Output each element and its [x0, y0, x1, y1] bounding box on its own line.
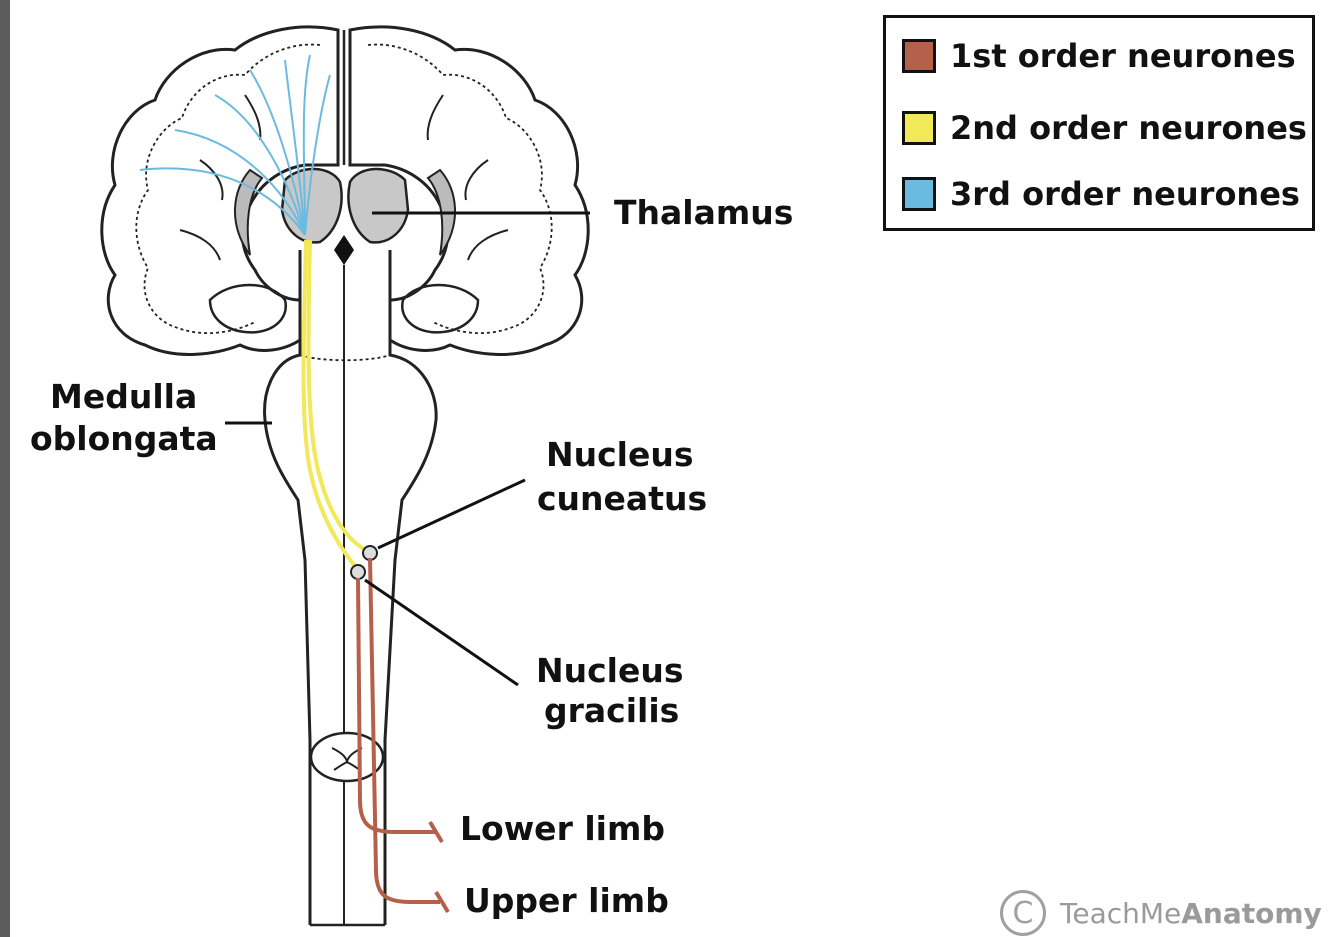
grey-matter-butterfly	[331, 747, 363, 771]
dorsal-column-nuclei	[350, 545, 378, 580]
label-upper-limb: Upper limb	[464, 881, 669, 920]
legend-item-second-order: 2nd order neurones	[902, 108, 1307, 148]
left-thalamus	[280, 167, 343, 244]
legend-label-first-order: 1st order neurones	[950, 37, 1296, 75]
third-ventricle	[334, 235, 354, 265]
left-sulcus-3	[244, 94, 262, 141]
label-nucleus-cuneatus-line1: Nucleus	[546, 435, 694, 474]
label-medulla-line1: Medulla	[50, 377, 198, 416]
legend-label-second-order: 2nd order neurones	[950, 109, 1307, 147]
legend-label-third-order: 3rd order neurones	[950, 175, 1300, 213]
first-order-fibres	[356, 557, 450, 914]
label-nucleus-gracilis-line1: Nucleus	[536, 651, 684, 690]
watermark-text-bold: Anatomy	[1181, 896, 1322, 930]
legend: 1st order neurones 2nd order neurones 3r…	[883, 15, 1315, 231]
legend-swatch-first-order	[902, 39, 936, 73]
cord-cross-section	[309, 731, 385, 783]
label-lower-limb: Lower limb	[460, 809, 665, 848]
label-medulla-line2: oblongata	[30, 419, 218, 458]
legend-item-third-order: 3rd order neurones	[902, 174, 1300, 214]
right-temporal-lobe	[400, 283, 480, 334]
right-sulcus-1	[464, 159, 489, 201]
label-thalamus: Thalamus	[614, 193, 794, 232]
left-sulcus-1	[199, 159, 224, 201]
second-order-fibres	[301, 239, 371, 574]
label-nucleus-gracilis-line2: gracilis	[544, 691, 680, 730]
left-edge-bar	[0, 0, 10, 937]
brainstem-and-cord	[263, 250, 438, 927]
label-nucleus-cuneatus-line2: cuneatus	[537, 479, 708, 518]
nucleus-cuneatus-dot	[362, 545, 378, 561]
cerebrum	[100, 25, 590, 356]
third-order-fibres	[139, 54, 331, 236]
thalamus-nuclei	[280, 167, 410, 265]
copyright-icon: C	[1000, 890, 1046, 936]
left-internal-capsule	[234, 168, 264, 256]
left-temporal-lobe	[208, 283, 288, 334]
left-gyri	[135, 43, 321, 334]
right-hemisphere-outline	[348, 25, 590, 356]
right-sulcus-3	[426, 94, 444, 141]
right-gyri	[367, 43, 553, 334]
leader-lines	[225, 211, 590, 687]
legend-swatch-second-order	[902, 111, 936, 145]
right-thalamus	[347, 167, 410, 244]
left-sulcus-2	[179, 229, 221, 261]
gracilis-leader	[364, 578, 519, 687]
right-sulcus-2	[467, 229, 509, 261]
cuneatus-leader	[377, 478, 526, 550]
nucleus-gracilis-dot	[350, 564, 366, 580]
legend-item-first-order: 1st order neurones	[902, 36, 1296, 76]
pons-midbrain	[263, 250, 438, 925]
watermark-text-regular: TeachMe	[1060, 896, 1182, 930]
left-hemisphere-outline	[100, 25, 340, 356]
legend-swatch-third-order	[902, 177, 936, 211]
